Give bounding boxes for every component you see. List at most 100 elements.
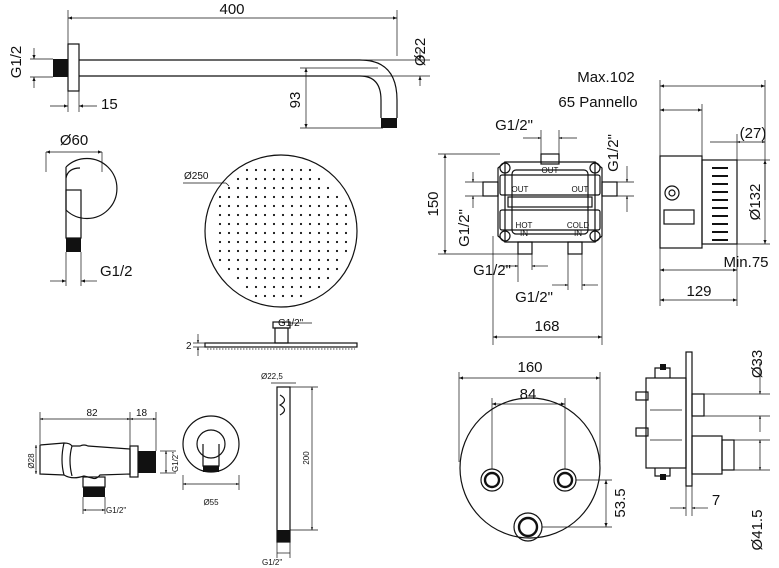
nozzle-dot [317, 240, 321, 244]
nozzle-dot [254, 276, 258, 280]
nozzle-dot [227, 213, 231, 217]
nozzle-dot [272, 276, 276, 280]
nozzle-dot [263, 195, 267, 199]
nozzle-dot [254, 195, 258, 199]
nozzle-dot [227, 222, 231, 226]
nozzle-dot [317, 267, 321, 271]
nozzle-dot [281, 204, 285, 208]
nozzle-dot [299, 240, 303, 244]
nozzle-dot [326, 186, 330, 190]
nozzle-dot [290, 267, 294, 271]
nozzle-dot [263, 249, 267, 253]
nozzle-dot [308, 267, 312, 271]
nozzle-dot [335, 258, 339, 262]
nozzle-dot [245, 204, 249, 208]
elbow-diameter-label: Ø28 [27, 453, 36, 469]
nozzle-dot [281, 213, 285, 217]
nozzle-dot [263, 204, 267, 208]
nozzle-dot [218, 231, 222, 235]
outlet-elbow-view: 82 18 Ø28 G1/2" G1/2" [27, 408, 180, 515]
nozzle-dot [245, 231, 249, 235]
shower-arm-view: 400 Ø22 G1/2 15 93 [8, 1, 430, 129]
mixer-out-right-label: OUT [572, 185, 589, 194]
nozzle-dot [299, 249, 303, 253]
nozzle-dot [272, 258, 276, 262]
wall-flange-view: Ø60 G1/2 [45, 132, 133, 286]
nozzle-dot [236, 213, 240, 217]
wall-outlet-view: Ø55 [182, 415, 240, 507]
nozzle-dot [245, 177, 249, 181]
nozzle-dot [326, 195, 330, 199]
nozzle-dot [344, 213, 348, 217]
hand-shower-view: Ø22,5 200 G1/2" [261, 372, 318, 567]
nozzle-dot [308, 240, 312, 244]
nozzle-dot [227, 258, 231, 262]
nozzle-dot [281, 222, 285, 226]
nozzle-dot [227, 249, 231, 253]
mixer-top-thread-label: G1/2" [495, 117, 533, 134]
nozzle-dot [335, 267, 339, 271]
nozzle-dot [254, 285, 258, 289]
mixer-min-depth-label: Min.75 [723, 254, 768, 271]
nozzle-dot [281, 249, 285, 253]
nozzle-dot [326, 276, 330, 280]
mixer-cold-label: COLD [567, 221, 589, 230]
nozzle-dot [281, 240, 285, 244]
outlet-diameter-label: Ø55 [203, 498, 219, 507]
nozzle-dot [263, 213, 267, 217]
nozzle-dot [272, 294, 276, 298]
nozzle-dot [290, 294, 294, 298]
nozzle-dot [299, 213, 303, 217]
mixer-diameter-label: Ø132 [747, 184, 764, 221]
nozzle-dot [299, 267, 303, 271]
nozzle-dot [335, 204, 339, 208]
nozzle-dot [218, 258, 222, 262]
mixer-out-left-label: OUT [512, 185, 529, 194]
nozzle-dot [308, 231, 312, 235]
nozzle-dot [308, 204, 312, 208]
nozzle-dot [281, 177, 285, 181]
mixer-body-side-view: Max.102 65 Pannello (27) Ø132 Min.75 129 [558, 69, 770, 306]
nozzle-dot [290, 168, 294, 172]
nozzle-dot [299, 195, 303, 199]
nozzle-dot [272, 195, 276, 199]
hand-diameter-label: Ø22,5 [261, 372, 283, 381]
mixer-width-label: 168 [534, 318, 559, 335]
nozzle-dot [245, 213, 249, 217]
nozzle-dot [290, 240, 294, 244]
nozzle-dot [299, 204, 303, 208]
nozzle-dot [272, 231, 276, 235]
nozzle-dot [308, 249, 312, 253]
nozzle-dot [344, 240, 348, 244]
nozzle-dot [272, 240, 276, 244]
nozzle-dot [299, 222, 303, 226]
nozzle-dot [272, 204, 276, 208]
nozzle-dot [281, 195, 285, 199]
nozzle-dot [236, 186, 240, 190]
elbow-bottom-thread-label: G1/2" [106, 506, 126, 515]
nozzle-dot [227, 231, 231, 235]
nozzle-dot [236, 240, 240, 244]
nozzle-dot [326, 222, 330, 226]
faceplate-offset-label: 53.5 [612, 488, 629, 517]
mixer-bottom-right-thread-label: G1/2" [515, 289, 553, 306]
nozzle-dot [236, 222, 240, 226]
nozzle-dot [254, 213, 258, 217]
nozzle-dot [281, 285, 285, 289]
nozzle-dot [254, 294, 258, 298]
nozzle-dot [254, 168, 258, 172]
nozzle-dot [308, 213, 312, 217]
nozzle-dot [317, 231, 321, 235]
nozzle-dot [281, 168, 285, 172]
nozzle-dot [245, 240, 249, 244]
nozzle-dot [263, 231, 267, 235]
nozzle-dot [236, 204, 240, 208]
nozzle-dot [335, 222, 339, 226]
nozzle-dot [272, 222, 276, 226]
nozzle-dot [254, 249, 258, 253]
nozzle-dot [290, 195, 294, 199]
faceplate-front-view: 160 84 53.5 [458, 359, 629, 542]
nozzle-dot [308, 222, 312, 226]
nozzle-dot [326, 249, 330, 253]
nozzle-dot [281, 258, 285, 262]
